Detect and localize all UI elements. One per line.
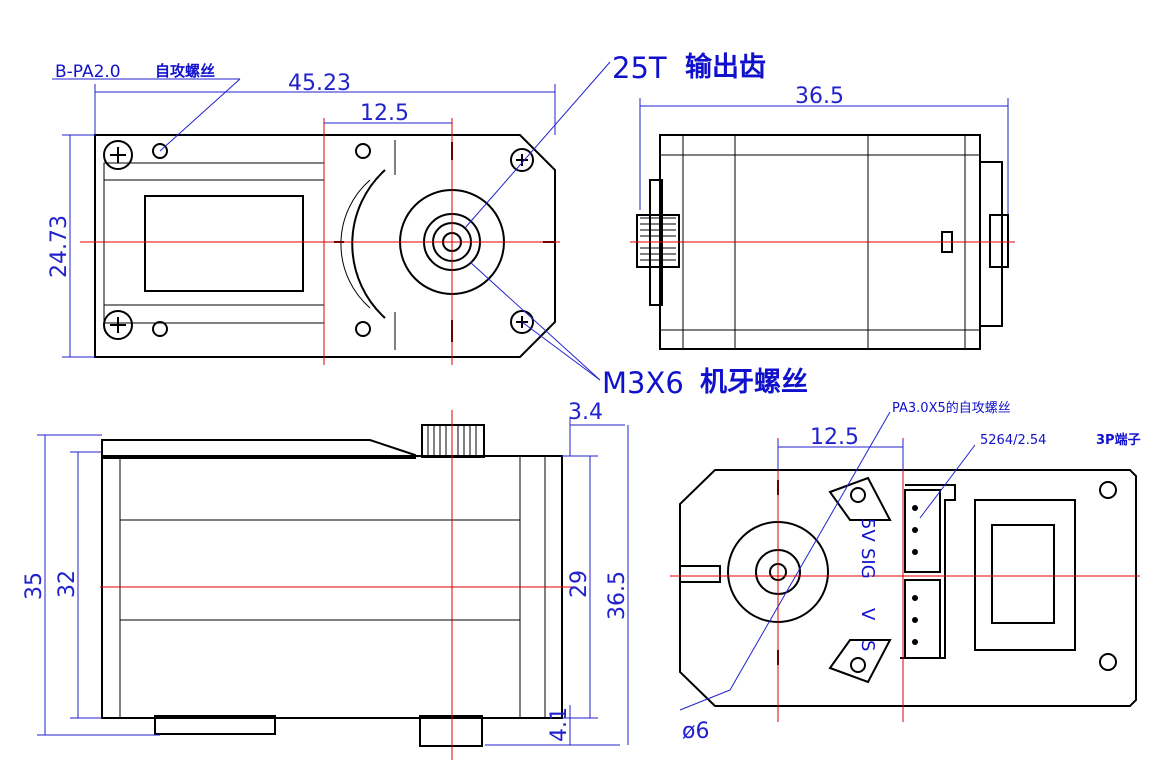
dim-top-length: 45.23 <box>288 71 351 96</box>
pin-label-v: V <box>857 608 878 621</box>
label-connector-cn: 3P端子 <box>1096 432 1141 448</box>
label-output-gear: 25T <box>612 51 667 85</box>
pin-label-sig: SIG <box>857 548 878 579</box>
dim-side-length: 36.5 <box>795 84 844 109</box>
pin-label-5v: 5V <box>857 518 878 542</box>
label-machine-screw: M3X6 <box>602 366 684 400</box>
connector-top <box>904 489 941 573</box>
dim-bottom-offset: 12.5 <box>810 425 859 450</box>
dim-top-width: 24.73 <box>47 215 72 278</box>
label-output-gear-cn: 输出齿 <box>685 51 766 83</box>
label-self-tap-screw: B-PA2.0 <box>55 62 121 82</box>
label-machine-screw-cn: 机牙螺丝 <box>700 367 808 398</box>
dim-top-offset: 12.5 <box>360 101 409 126</box>
dim-front-bottom-offset: 4.1 <box>547 707 572 742</box>
dim-front-outer: 36.5 <box>605 571 630 620</box>
label-bottom-screw: PA3.0X5的自攻螺丝 <box>892 400 1011 416</box>
top-view: 45.23 12.5 24.73 <box>47 61 611 381</box>
output-spline <box>421 424 485 458</box>
dim-front-top-offset: 3.4 <box>568 400 603 425</box>
front-view: 35 32 3.4 29 36.5 4.1 <box>22 400 630 760</box>
dim-bottom-diameter: ø6 <box>682 719 709 744</box>
screw-head <box>103 140 133 170</box>
dim-front-total-height: 35 <box>22 572 47 600</box>
side-view: 36.5 <box>630 84 1015 350</box>
dim-front-body-height: 32 <box>55 570 80 598</box>
dim-front-inner: 29 <box>567 570 592 598</box>
label-self-tap-screw-cn: 自攻螺丝 <box>155 62 215 80</box>
pin-label-s: S <box>857 640 878 651</box>
bottom-view: 12.5 ø6 5V SIG V S <box>670 411 1140 744</box>
screw-head <box>103 310 133 340</box>
connector-bottom <box>904 579 941 659</box>
label-connector-model: 5264/2.54 <box>980 433 1046 448</box>
